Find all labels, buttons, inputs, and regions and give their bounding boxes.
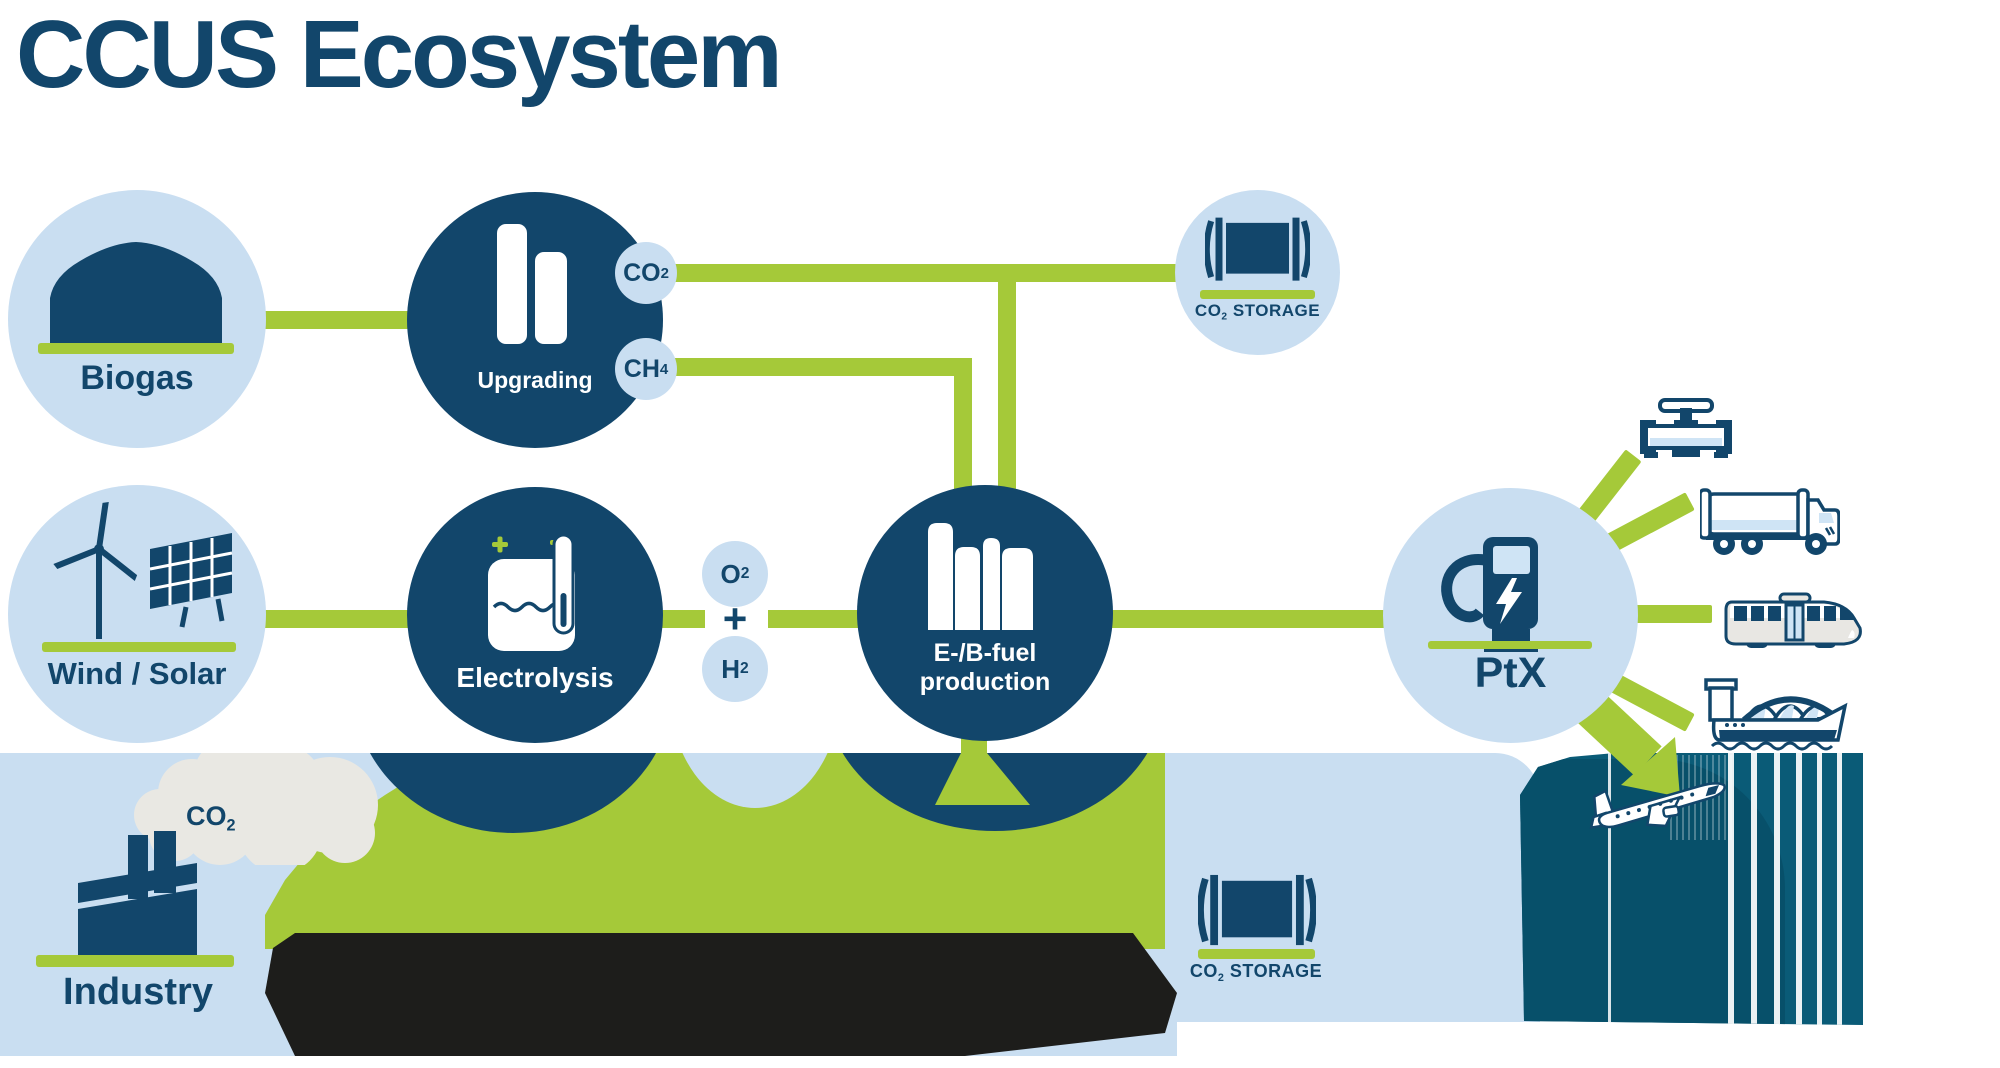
lng-ship-icon <box>1704 678 1848 751</box>
line-biogas-to-upgrading <box>262 311 412 329</box>
node-ptx: PtX <box>1383 488 1638 743</box>
storage-bottom-label: CO2 STORAGE <box>1189 961 1323 984</box>
wind-turbine-solar-panel-icon <box>53 501 233 639</box>
storage-top-label: CO2 STORAGE <box>1194 301 1321 323</box>
airplane-icon <box>1589 782 1726 830</box>
upgrading-columns-icon <box>497 224 567 344</box>
line-co2-branch-down <box>998 264 1016 524</box>
industry-label: Industry <box>63 971 213 1013</box>
ptx-underline <box>1428 641 1592 649</box>
ptx-label: PtX <box>1474 649 1547 697</box>
factory-icon <box>78 831 197 957</box>
node-wind-solar: Wind / Solar <box>8 485 266 743</box>
node-biogas: Biogas <box>8 190 266 448</box>
co2-cloud-icon <box>134 753 378 865</box>
storage-pipe-stripe <box>1751 753 1757 1025</box>
electrolysis-cell-icon <box>488 533 575 651</box>
wind-solar-label: Wind / Solar <box>47 656 227 691</box>
cloud-co2-label: CO2 <box>186 801 236 835</box>
efuel-label-line2: production <box>919 668 1051 696</box>
node-co2-storage-top: CO2 STORAGE <box>1175 190 1340 355</box>
black-band <box>265 933 1177 1056</box>
wind-solar-underline <box>42 642 236 652</box>
line-co2-to-storage <box>672 264 1178 282</box>
efuel-label-line1: E-/B-fuel <box>933 639 1037 667</box>
bottom-band: CO2 Industry CO2 STORAGE <box>0 753 1863 1058</box>
storage-bottom-underline <box>1198 949 1315 959</box>
storage-seam-line <box>1608 753 1611 1025</box>
storage-tank-icon <box>1198 874 1316 946</box>
node-efuel-production: E-/B-fuel production <box>857 485 1113 741</box>
plus-sign: + <box>722 595 748 642</box>
upgrading-label: Upgrading <box>477 367 593 393</box>
fuel-columns-icon <box>928 523 1033 630</box>
tanker-truck-icon <box>1700 488 1840 555</box>
storage-pipe-stripe <box>1817 753 1822 1025</box>
biogas-dome-icon <box>50 242 222 344</box>
storage-pipe-stripe <box>1774 753 1780 1025</box>
node-electrolysis: Electrolysis <box>407 487 663 743</box>
storage-pipe-stripe <box>1796 753 1802 1025</box>
line-ch4-branch-down <box>954 358 972 523</box>
electrolysis-label: Electrolysis <box>456 662 614 693</box>
line-gases-to-efuel <box>768 610 863 628</box>
storage-tank-icon <box>1205 217 1310 281</box>
line-windsolar-to-electrolysis <box>262 610 412 628</box>
node-upgrading: Upgrading <box>407 192 663 448</box>
storage-pipe-stripe <box>1728 753 1734 1025</box>
ray-to-train <box>1628 605 1712 623</box>
page-title: CCUS Ecosystem <box>16 1 783 108</box>
line-efuel-to-ptx <box>1108 610 1390 628</box>
biogas-label: Biogas <box>80 359 194 397</box>
pipeline-valve-icon <box>1640 398 1732 458</box>
industry-underline <box>36 955 234 967</box>
storage-pipe-stripe <box>1837 753 1842 1025</box>
storage-top-underline <box>1200 290 1315 299</box>
biogas-underline <box>38 343 234 354</box>
line-electrolysis-to-gases <box>660 610 705 628</box>
line-ch4-horizontal <box>672 358 972 376</box>
train-icon <box>1724 592 1862 648</box>
